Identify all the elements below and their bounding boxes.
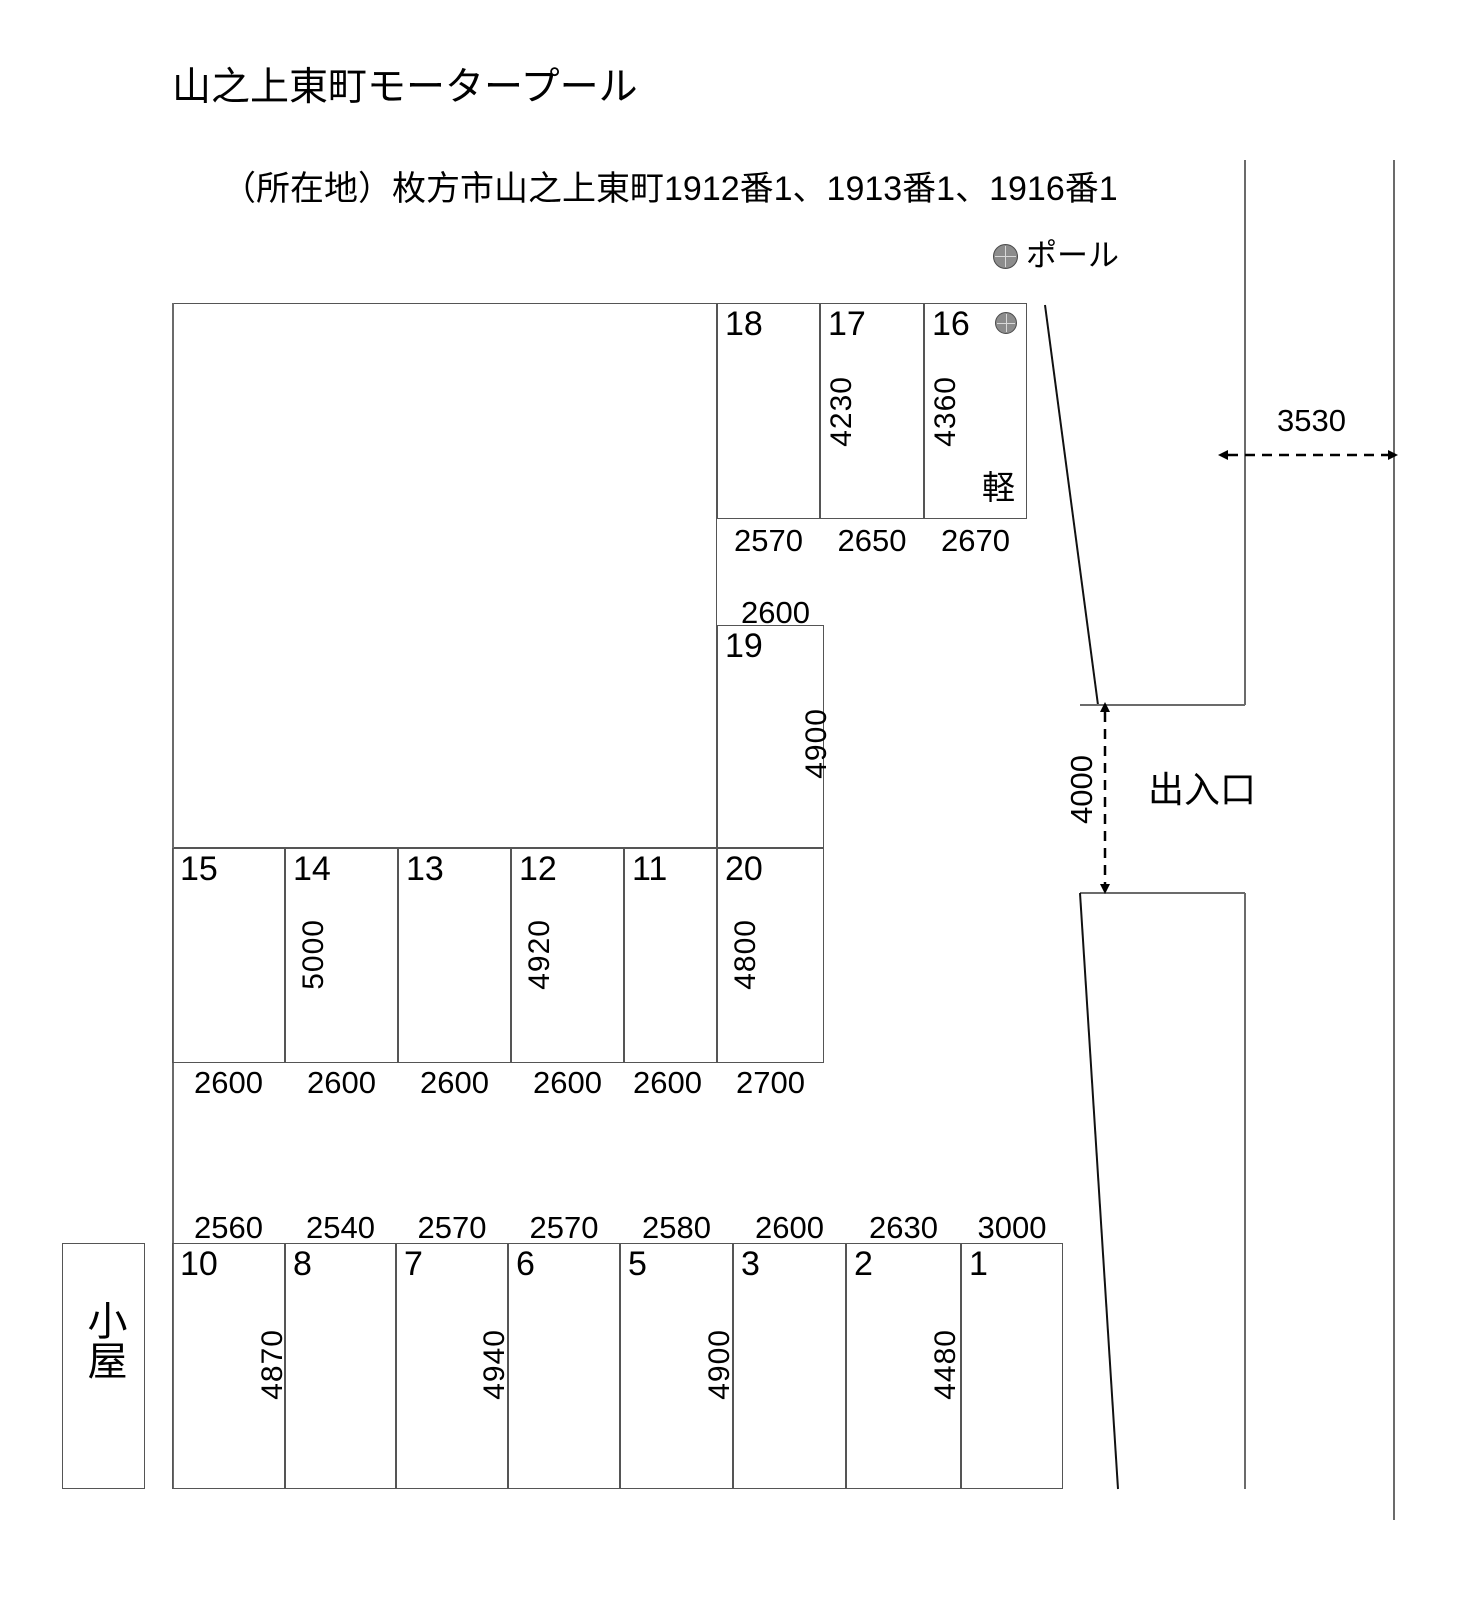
space-number: 12 (519, 850, 557, 888)
space-15-width: 2600 (194, 1065, 263, 1100)
space-depth: 4900 (703, 1329, 736, 1400)
shed-koya: 小屋 (62, 1243, 145, 1489)
space-7-width: 2570 (417, 1210, 487, 1245)
space-1-width: 3000 (977, 1210, 1047, 1245)
parking-space-17[interactable]: 17 4230 (820, 303, 924, 519)
space-number: 3 (741, 1245, 760, 1283)
space-16-width: 2670 (941, 523, 1010, 558)
parking-space-20[interactable]: 20 4800 (717, 848, 824, 1063)
space-number: 10 (180, 1245, 218, 1283)
parking-space-18[interactable]: 18 (717, 303, 820, 519)
space-5-width: 2580 (642, 1210, 711, 1245)
parking-space-11[interactable]: 11 (624, 848, 717, 1063)
space-depth: 5000 (297, 919, 330, 990)
dimension-4000-label: 4000 (1064, 755, 1099, 824)
space-number: 5 (628, 1245, 647, 1283)
space-18-width: 2570 (734, 523, 803, 558)
space-8-width: 2540 (306, 1210, 375, 1245)
pole-icon (995, 312, 1017, 334)
page-subtitle: （所在地）枚方市山之上東町1912番1、1913番1、1916番1 (222, 170, 1118, 208)
space-number: 19 (725, 627, 763, 665)
space-depth: 4940 (478, 1329, 511, 1400)
space-12-width: 2600 (533, 1065, 602, 1100)
space-number: 1 (969, 1245, 988, 1283)
parking-space-1[interactable]: 1 4480 (929, 1243, 1063, 1489)
space-number: 2 (854, 1245, 873, 1283)
space-number: 7 (404, 1245, 423, 1283)
shed-label: 小屋 (81, 1300, 126, 1380)
parking-space-15[interactable]: 15 (172, 848, 285, 1063)
space-number: 14 (293, 850, 331, 888)
parking-space-10[interactable]: 10 (172, 1243, 285, 1489)
space-10-width: 2560 (194, 1210, 263, 1245)
lot-left-boundary (172, 303, 174, 1489)
page-title: 山之上東町モータープール (172, 66, 638, 109)
space-depth: 4900 (800, 708, 833, 779)
parking-space-14[interactable]: 14 5000 (285, 848, 398, 1063)
parking-space-6[interactable]: 6 4940 (478, 1243, 620, 1489)
space-14-width: 2600 (307, 1065, 376, 1100)
space-number: 8 (293, 1245, 312, 1283)
yard-area (172, 303, 717, 848)
entrance-label: 出入口 (1148, 769, 1257, 810)
parking-space-19[interactable]: 19 4900 (717, 625, 833, 848)
space-number: 6 (516, 1245, 535, 1283)
space-number: 11 (632, 850, 668, 888)
space-number: 18 (725, 305, 763, 343)
space-number: 13 (406, 850, 444, 888)
parking-space-13[interactable]: 13 (398, 848, 511, 1063)
space-depth: 4230 (825, 376, 858, 447)
space-3-width: 2600 (755, 1210, 824, 1245)
parking-space-5[interactable]: 5 (620, 1243, 733, 1489)
space-number: 20 (725, 850, 763, 888)
parking-space-2[interactable]: 2 (846, 1243, 961, 1489)
space-number: 17 (828, 305, 866, 343)
parking-space-16[interactable]: 16 4360 軽 (924, 303, 1027, 519)
space-number: 16 (932, 305, 970, 343)
dimension-3530-label: 3530 (1277, 403, 1346, 438)
space-20-width: 2700 (736, 1065, 805, 1100)
pole-icon (993, 244, 1018, 269)
parking-space-8[interactable]: 8 4870 (256, 1243, 396, 1489)
parking-space-12[interactable]: 12 4920 (511, 848, 624, 1063)
space-13-width: 2600 (420, 1065, 489, 1100)
parking-space-7[interactable]: 7 (396, 1243, 508, 1489)
space-11-width: 2600 (633, 1065, 702, 1100)
kei-car-label: 軽 (982, 469, 1015, 506)
space-depth: 4920 (523, 919, 556, 990)
parking-space-3[interactable]: 3 4900 (703, 1243, 846, 1489)
space-depth: 4360 (929, 376, 962, 447)
pole-legend-label: ポール (1026, 238, 1119, 273)
space-depth: 4870 (256, 1329, 289, 1400)
space-2-width: 2630 (869, 1210, 938, 1245)
space-number: 15 (180, 850, 218, 888)
space-17-width: 2650 (837, 523, 907, 558)
space-6-width: 2570 (529, 1210, 599, 1245)
space-depth: 4800 (729, 919, 762, 990)
space-depth: 4480 (929, 1329, 962, 1400)
space-19-width: 2600 (741, 595, 810, 630)
